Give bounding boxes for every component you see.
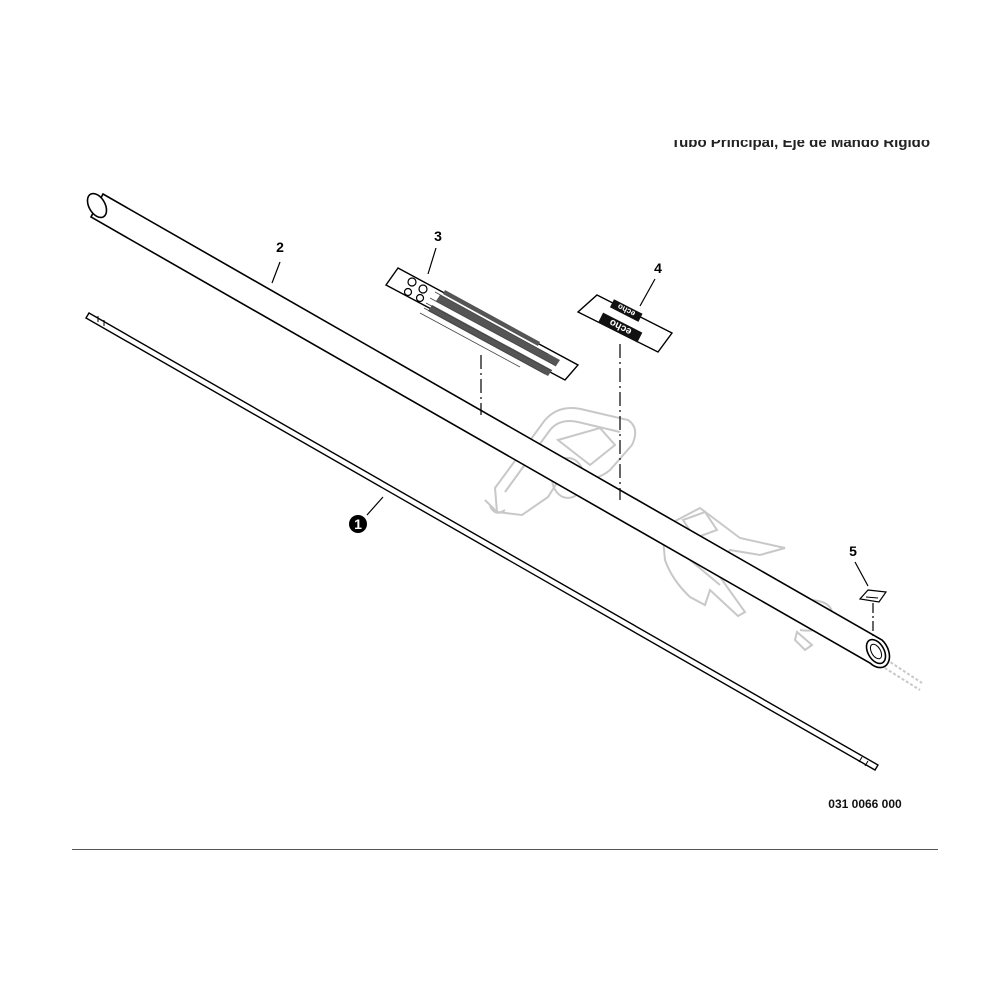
page-title: Tubo Principal, Eje de Mando Rigido bbox=[671, 140, 930, 151]
callout-5: 5 bbox=[849, 543, 857, 559]
main-tube bbox=[86, 192, 891, 669]
callout-3: 3 bbox=[434, 228, 442, 244]
callout-labels: 1 2 3 4 5 bbox=[276, 228, 857, 559]
drive-shaft bbox=[85, 312, 879, 771]
callout-1-circle bbox=[349, 515, 367, 533]
echo-label: echo echo bbox=[576, 294, 674, 353]
callout-1: 1 bbox=[354, 516, 362, 532]
callout-2: 2 bbox=[276, 239, 284, 255]
warning-label bbox=[384, 267, 580, 381]
divider-line bbox=[72, 849, 938, 850]
small-tag bbox=[858, 589, 888, 603]
drawing-code: 031 0066 000 bbox=[828, 797, 902, 811]
leader-lines bbox=[271, 247, 874, 638]
callout-4: 4 bbox=[654, 260, 662, 276]
